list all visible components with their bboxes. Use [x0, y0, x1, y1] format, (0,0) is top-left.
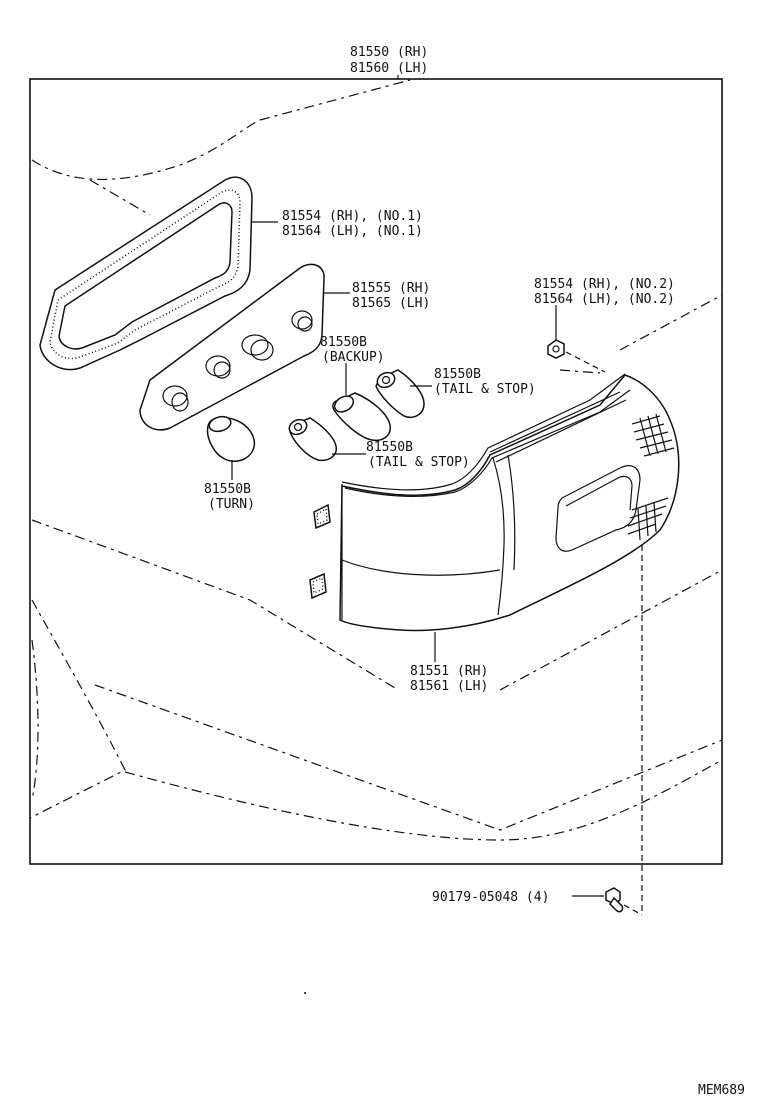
nut-90179	[605, 887, 624, 913]
label-lens-lh: 81561 (LH)	[410, 679, 488, 694]
label-assembly-lh: 81560 (LH)	[350, 61, 428, 76]
label-bulb-turn-note: (TURN)	[208, 497, 255, 512]
label-bulb-backup-code: 81550B	[320, 335, 367, 350]
label-bulb-tail-lower-note: (TAIL & STOP)	[368, 455, 470, 470]
vehicle-body-outline	[29, 79, 723, 841]
label-gasket-no1-lh: 81564 (LH), (NO.1)	[282, 224, 423, 239]
bulb-backup	[332, 392, 391, 442]
label-bulb-backup-note: (BACKUP)	[322, 350, 385, 365]
gasket-no1	[39, 176, 253, 371]
lens-clip-lower	[309, 572, 327, 600]
diagram-id: MEM689	[698, 1083, 745, 1098]
gasket-no2	[547, 339, 565, 359]
label-bulb-tail-upper-code: 81550B	[434, 367, 481, 382]
reference-dot	[304, 992, 306, 994]
label-gasket-no1-rh: 81554 (RH), (NO.1)	[282, 209, 423, 224]
label-bulb-tail-lower-code: 81550B	[366, 440, 413, 455]
bulb-tail-stop-upper	[375, 369, 425, 418]
label-gasket-no2-rh: 81554 (RH), (NO.2)	[534, 277, 675, 292]
socket-plate	[139, 263, 325, 431]
label-socket-plate-rh: 81555 (RH)	[352, 281, 430, 296]
bulb-turn	[206, 415, 256, 462]
label-bulb-turn-code: 81550B	[204, 482, 251, 497]
diagram-frame	[29, 78, 723, 865]
bulb-tail-stop-lower	[288, 417, 337, 462]
label-lens-rh: 81551 (RH)	[410, 664, 488, 679]
label-nut: 90179-05048 (4)	[432, 890, 549, 905]
label-bulb-tail-upper-note: (TAIL & STOP)	[434, 382, 536, 397]
label-assembly-rh: 81550 (RH)	[350, 45, 428, 60]
lens-clip-upper	[313, 503, 331, 530]
label-gasket-no2-lh: 81564 (LH), (NO.2)	[534, 292, 675, 307]
label-socket-plate-lh: 81565 (LH)	[352, 296, 430, 311]
tail-lamp-lens	[339, 373, 680, 632]
